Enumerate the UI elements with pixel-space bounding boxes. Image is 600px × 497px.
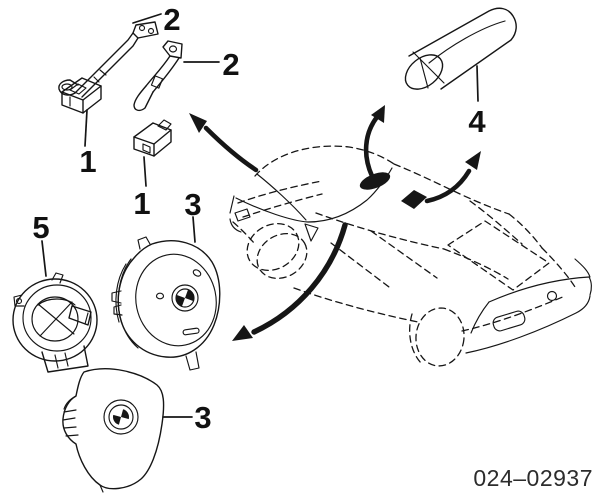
sensor-bracket-b-drawing	[133, 40, 183, 112]
bmw-roundel-icon	[171, 284, 199, 312]
callout-head-airbag: 4	[468, 104, 486, 139]
trunk-emblem	[546, 290, 558, 302]
leader-lines	[41, 13, 479, 418]
callout-clock-spring: 5	[32, 210, 49, 245]
crash-sensor-a-drawing	[61, 77, 102, 114]
clock-spring-drawing	[12, 272, 98, 373]
arrow-to-sensors	[189, 113, 259, 173]
dashboard-location-marker	[359, 172, 391, 190]
callout-labels: 2 2 1 1 3 5 3 4	[32, 2, 486, 435]
roof-location-marker	[401, 190, 427, 209]
drawing-number: 024–02937	[473, 465, 593, 491]
callout-sensor-b: 1	[133, 186, 150, 221]
callout-bracket-b: 2	[222, 47, 239, 82]
driver-airbag-round-drawing	[111, 236, 221, 371]
callout-bracket-a: 2	[163, 2, 180, 37]
sensor-bracket-a-drawing	[58, 21, 159, 98]
direction-arrows	[189, 105, 481, 341]
arrow-roof-up	[424, 151, 481, 204]
callout-sensor-a: 1	[79, 144, 96, 179]
callout-airbag-sport: 3	[194, 400, 211, 435]
arrow-windshield-up	[363, 105, 385, 179]
crash-sensor-b-drawing	[133, 119, 172, 157]
driver-airbag-sport-drawing	[62, 368, 165, 493]
arrow-to-steering-airbag	[232, 222, 348, 341]
bmw-roundel-icon	[103, 399, 139, 435]
head-airbag-cylinder-drawing	[404, 7, 517, 90]
car-outline	[229, 145, 592, 367]
install-location-markers	[359, 172, 427, 209]
side-mirror	[304, 223, 319, 242]
tail-light	[492, 310, 526, 332]
callout-airbag-round: 3	[184, 187, 201, 222]
